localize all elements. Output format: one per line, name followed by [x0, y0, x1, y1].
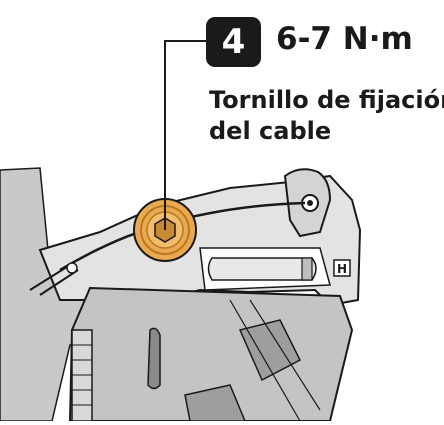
step-number: 4 — [221, 22, 246, 62]
cage-slot-right — [238, 319, 301, 382]
cable-anchor-eye-inner — [307, 200, 313, 206]
cage-rib — [229, 299, 321, 422]
torque-value: 6-7 N·m — [276, 21, 413, 57]
part-caption-line1: Tornillo de fijación — [209, 86, 444, 114]
h-emblem-letter: H — [337, 262, 347, 276]
step-badge: 4 — [206, 17, 261, 67]
cable-ferrule — [66, 262, 78, 274]
part-caption-line2: del cable — [209, 117, 332, 145]
h-emblem — [333, 259, 351, 277]
cage-slot-left — [147, 327, 161, 390]
chain-guide-ridges — [72, 344, 92, 406]
cable-end — [29, 264, 79, 296]
spring-barrel — [207, 257, 317, 281]
part-caption: Tornillo de fijación del cable — [209, 85, 444, 147]
spring-cap — [301, 257, 313, 281]
leader-line — [164, 40, 206, 230]
